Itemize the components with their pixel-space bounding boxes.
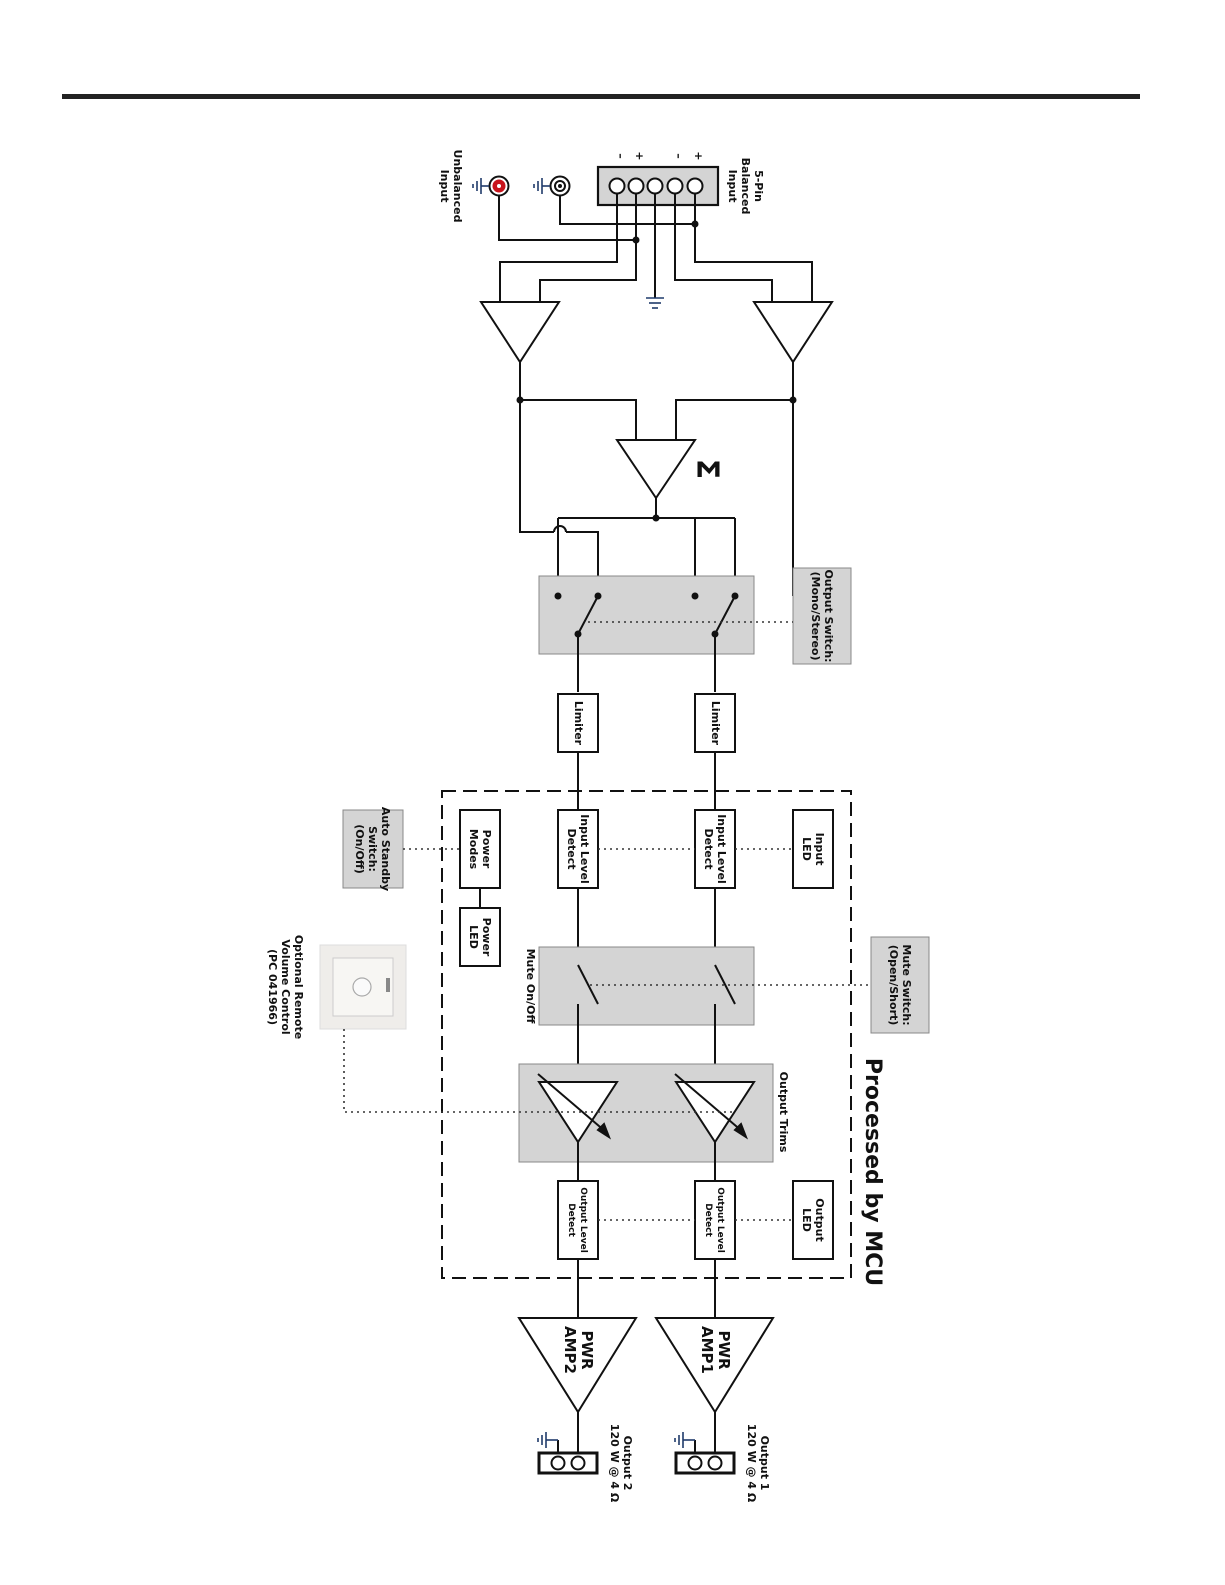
amp2-label: AMP2 bbox=[561, 1326, 579, 1374]
five-pin-holes bbox=[608, 177, 704, 195]
output-level-detect-label: Detect bbox=[566, 1203, 576, 1237]
output-led-label: Output bbox=[813, 1198, 826, 1241]
output-level-detect-left bbox=[557, 1180, 599, 1260]
output1-label: Output 1 bbox=[758, 1436, 771, 1491]
balanced-input-label: Balanced bbox=[739, 158, 752, 215]
mute-shaded bbox=[538, 946, 755, 1026]
input-level-detect-label: Input Level bbox=[578, 814, 591, 884]
input-amp-left bbox=[479, 301, 561, 364]
auto-standby-label: Switch: bbox=[366, 826, 379, 872]
output2-label: Output 2 bbox=[621, 1436, 634, 1491]
power-led-label: Power bbox=[480, 918, 493, 957]
mute-switch-callout bbox=[870, 936, 930, 1034]
limiter-label: Limiter bbox=[572, 701, 585, 746]
amp2-label: PWR bbox=[578, 1330, 596, 1370]
limiter-left bbox=[557, 693, 599, 753]
mcu-boundary bbox=[441, 790, 852, 1279]
pin-sign: – bbox=[614, 153, 627, 159]
input-amp-right bbox=[752, 301, 834, 364]
amp1-label: PWR bbox=[715, 1330, 733, 1370]
ground-icon bbox=[472, 178, 489, 194]
power-led-box bbox=[459, 907, 501, 967]
pin-sign: + bbox=[692, 151, 705, 160]
limiter-label: Limiter bbox=[709, 701, 722, 746]
rca-jack-icon bbox=[549, 175, 571, 197]
output2-label: 120 W @ 4 Ω bbox=[608, 1424, 621, 1503]
pin-sign: – bbox=[672, 153, 685, 159]
junction-dots bbox=[516, 220, 797, 638]
output-1-connector bbox=[674, 1451, 736, 1475]
power-amp-1 bbox=[654, 1317, 775, 1414]
summing-amp bbox=[615, 439, 697, 500]
ground-icon bbox=[537, 1432, 558, 1448]
amp1-label: AMP1 bbox=[698, 1326, 716, 1374]
unbalanced-input-label: Unbalanced bbox=[451, 150, 464, 223]
output-level-detect-right bbox=[694, 1180, 736, 1260]
output-2-connector bbox=[537, 1451, 599, 1475]
output-level-detect-label: Detect bbox=[703, 1203, 713, 1237]
output-led-label: LED bbox=[800, 1208, 813, 1232]
output-switch-label: (Mono/Stereo) bbox=[809, 571, 822, 660]
input-led-label: Input bbox=[813, 833, 826, 866]
input-level-detect-label: Detect bbox=[702, 828, 715, 869]
power-modes-label: Power bbox=[480, 830, 493, 869]
power-modes-label: Modes bbox=[467, 829, 480, 870]
output1-label: 120 W @ 4 Ω bbox=[745, 1424, 758, 1503]
power-led-label: LED bbox=[467, 925, 480, 949]
output-level-detect-label: Output Level bbox=[578, 1187, 588, 1253]
output-switch-callout bbox=[792, 567, 852, 665]
mute-switch-label: Mute Switch: bbox=[900, 944, 913, 1025]
output-switch-label: Output Switch: bbox=[822, 569, 835, 662]
mute-on-off-label: Mute On/Off bbox=[524, 949, 537, 1024]
processed-by-mcu-label: Processed by MCU bbox=[860, 1058, 885, 1286]
rca-jack-icon bbox=[488, 175, 510, 197]
balanced-input-label: Input bbox=[726, 170, 739, 203]
remote-volume-label: Volume Control bbox=[279, 939, 292, 1034]
auto-standby-callout bbox=[342, 809, 404, 889]
output-trims-label: Output Trims bbox=[777, 1072, 790, 1153]
pin-sign: + bbox=[633, 151, 646, 160]
sum-symbol: Σ bbox=[690, 459, 725, 480]
ground-icon bbox=[646, 297, 664, 309]
balanced-input-label: 5-Pin bbox=[752, 170, 765, 202]
ground-icon bbox=[674, 1432, 695, 1448]
remote-volume-label: (PC 041966) bbox=[266, 949, 279, 1025]
remote-volume-label: Optional Remote bbox=[292, 935, 305, 1039]
volume-knob-icon bbox=[352, 977, 372, 997]
output-level-detect-label: Output Level bbox=[715, 1187, 725, 1253]
power-amp-2 bbox=[517, 1317, 638, 1414]
input-led-box bbox=[792, 809, 834, 889]
header-rule bbox=[62, 94, 1140, 99]
input-level-detect-label: Detect bbox=[565, 828, 578, 869]
mute-switch-label: (Open/Short) bbox=[887, 945, 900, 1026]
ground-icon bbox=[533, 178, 550, 194]
output-switch-shaded bbox=[538, 575, 755, 655]
auto-standby-label: Auto Standby bbox=[379, 807, 392, 891]
unbalanced-input-label: Input bbox=[438, 170, 451, 203]
input-led-label: LED bbox=[800, 837, 813, 861]
input-level-detect-label: Input Level bbox=[715, 814, 728, 884]
output-led-box bbox=[792, 1180, 834, 1260]
auto-standby-label: (On/Off) bbox=[353, 824, 366, 874]
